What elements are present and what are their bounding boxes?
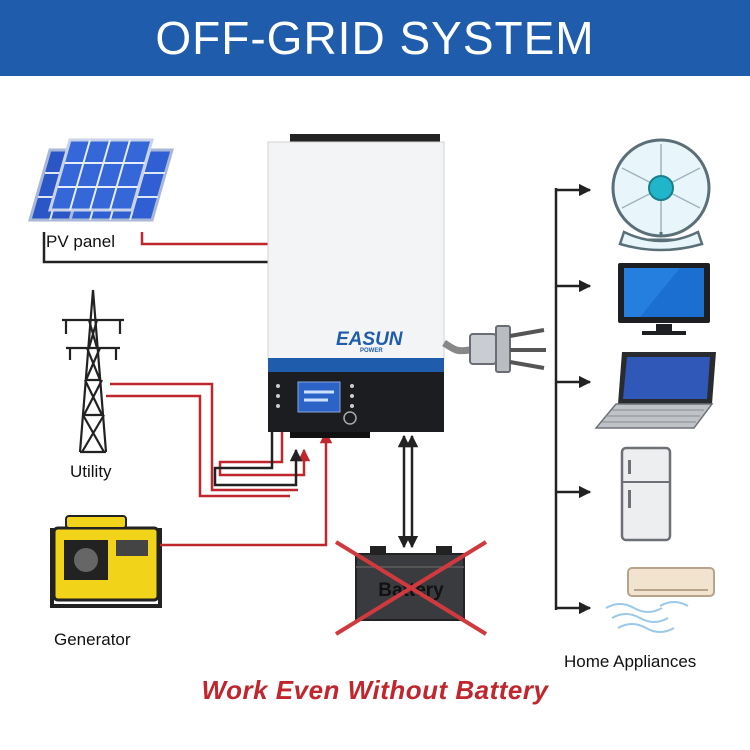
fridge-icon bbox=[620, 446, 672, 542]
battery-label: Battery bbox=[378, 580, 444, 601]
tv-icon bbox=[618, 263, 710, 335]
utility-red-wire-2 bbox=[106, 394, 290, 498]
air-conditioner-icon bbox=[605, 567, 715, 633]
fan-icon bbox=[611, 138, 711, 252]
pv-black-wire bbox=[42, 232, 303, 487]
solar-panel-icon bbox=[28, 138, 174, 222]
pv-panel-label: PV panel bbox=[46, 232, 115, 251]
power-tower-icon bbox=[62, 289, 124, 454]
home-appliances-label: Home Appliances bbox=[564, 652, 697, 671]
cross-out-icon bbox=[334, 540, 488, 636]
pv-red-wire bbox=[140, 232, 311, 477]
generator-red-wire bbox=[160, 430, 333, 547]
footer-tagline: Work Even Without Battery bbox=[201, 675, 549, 705]
title-banner bbox=[0, 0, 750, 76]
laptop-icon bbox=[594, 352, 716, 429]
brand-logo: EASUN bbox=[336, 329, 404, 350]
page-title: OFF-GRID SYSTEM bbox=[155, 12, 595, 64]
utility-red-wire bbox=[110, 382, 298, 492]
plug-icon bbox=[442, 325, 546, 373]
inverter-unit bbox=[267, 134, 445, 438]
generator-label: Generator bbox=[54, 630, 131, 649]
brand-subtitle: POWER bbox=[360, 348, 383, 354]
utility-label: Utility bbox=[70, 462, 112, 481]
generator-icon bbox=[50, 515, 162, 608]
